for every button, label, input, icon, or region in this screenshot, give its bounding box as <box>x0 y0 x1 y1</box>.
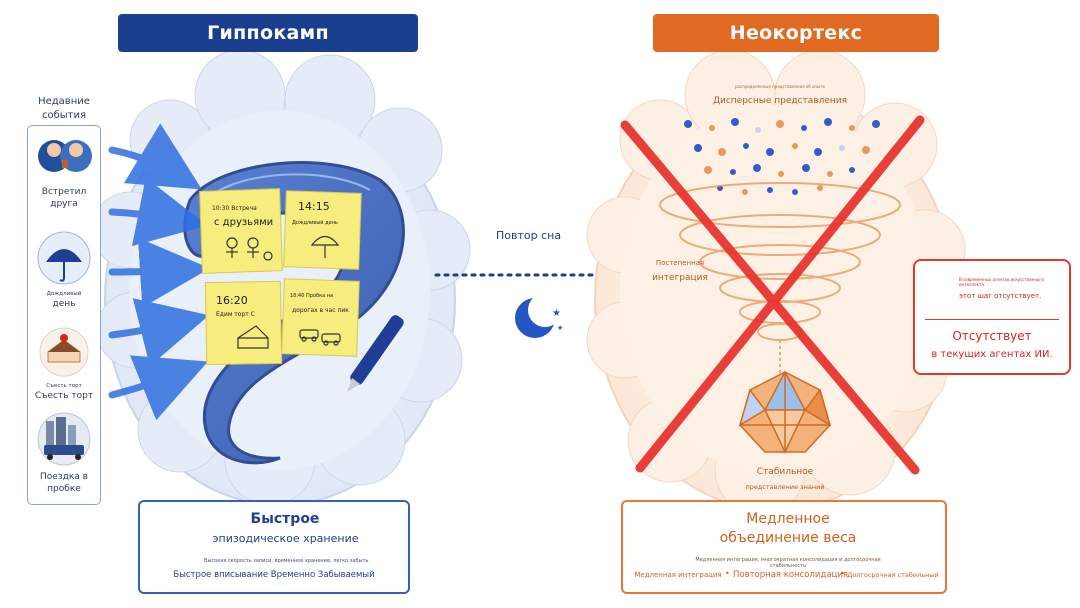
slow-panel-tiny: Медленная интеграция, многократная консо… <box>695 557 881 569</box>
knowledge-polyhedron-icon <box>738 370 832 454</box>
gradual-label-1: Постепенная <box>655 259 705 267</box>
event-item-cake: Съесть торт Съесть торт <box>28 326 100 402</box>
fast-storage-panel: Быстрое эпизодическое хранение Высокая с… <box>138 500 410 594</box>
recent-events-title-line1: Недавние <box>38 96 90 107</box>
event-item-rain: Дождливый день <box>28 230 100 310</box>
event-label-cake-small: Съесть торт <box>46 383 82 389</box>
event-label-rain-2: день <box>52 299 76 309</box>
note-1-text: с друзьями <box>214 217 274 228</box>
warning-tiny: В современных агентах искусственного инт… <box>959 277 1044 287</box>
gradual-label-2: интеграция <box>652 273 708 283</box>
slow-footer-b: Повторная консолидация <box>733 570 848 580</box>
slow-footer-bullet-1: • <box>725 569 730 578</box>
dispersed-dots <box>684 118 880 195</box>
sleep-replay-label: Повтор сна <box>496 229 562 242</box>
pen-icon <box>347 315 404 392</box>
slow-panel-title-1: Медленное <box>746 511 830 527</box>
svg-text:★: ★ <box>557 324 563 332</box>
note-4-time: 18:40 Пробка на <box>290 293 334 299</box>
warning-divider <box>925 319 1059 320</box>
event-label-rain-small: Дождливый <box>46 291 82 297</box>
slow-footer-c: Долгосрочная стабильный <box>847 571 939 579</box>
fast-panel-subtitle: эпизодическое хранение <box>212 532 359 545</box>
note-2-text: Дождливый день <box>292 220 338 226</box>
warning-title: Отсутствует <box>952 329 1032 343</box>
traffic-icon <box>37 412 91 466</box>
fast-panel-title: Быстрое <box>250 511 320 527</box>
note-3-text: Едим торт С <box>216 311 255 318</box>
event-label-friends-2: друга <box>50 199 78 209</box>
moon-icon: ★ ★ <box>515 293 563 338</box>
fast-panel-tiny: Высокая скорость записи, временное хране… <box>204 558 370 564</box>
neocortex-tiny-top: распределенные представления об опыте <box>735 84 825 89</box>
slow-footer-a: Медленная интеграция <box>634 571 722 579</box>
dispersed-label: Дисперсные представления <box>712 96 848 106</box>
event-item-traffic: Поездка в пробке <box>28 411 100 495</box>
svg-text:★: ★ <box>552 308 561 319</box>
stable-label-2: представление знаний <box>745 483 825 491</box>
event-label-traffic-1: Поездка в <box>40 472 88 482</box>
hippocampus-header: Гиппокамп <box>118 14 418 52</box>
event-item-friends: Встретил друга <box>28 134 100 210</box>
stable-label-1: Стабильное <box>756 467 814 477</box>
left-brain-shape <box>91 49 471 506</box>
neocortex-header: Неокортекс <box>653 14 939 52</box>
event-label-cake-2: Съесть торт <box>34 391 94 401</box>
warning-subtitle: в текущих агентах ИИ. <box>931 349 1053 360</box>
slow-panel-title-2: объединение веса <box>719 530 857 546</box>
slow-footer-bullet-2: • <box>840 569 845 578</box>
fast-panel-footer: Быстрое вписывание Временно Забываемый <box>173 570 375 580</box>
friends-icon <box>38 140 92 172</box>
note-2-time: 14:15 <box>298 200 330 213</box>
note-3-time: 16:20 <box>216 294 248 307</box>
input-arrows <box>108 123 210 421</box>
sticky-notes <box>199 188 362 366</box>
warning-sub: этот шаг отсутствует. <box>959 292 1042 300</box>
slow-consolidation-panel: Медленное объединение веса Медленная инт… <box>621 500 947 594</box>
missing-warning-box: В современных агентах искусственного инт… <box>913 259 1071 375</box>
event-label-traffic-2: пробке <box>47 484 81 494</box>
note-4-text: дорогах в час пик <box>292 307 349 314</box>
recent-events-title-line2: события <box>41 110 87 121</box>
cake-icon <box>39 327 89 377</box>
missing-cross <box>620 115 925 475</box>
integration-swirl <box>659 182 901 375</box>
umbrella-icon <box>37 231 91 285</box>
recent-events-title: Недавние события <box>20 95 108 123</box>
event-label-friends-1: Встретил <box>41 187 87 197</box>
note-1-time: 10:30 Встреча <box>212 205 257 212</box>
recent-events-list: Встретил друга Дождливый день Съесть тор… <box>27 125 101 505</box>
